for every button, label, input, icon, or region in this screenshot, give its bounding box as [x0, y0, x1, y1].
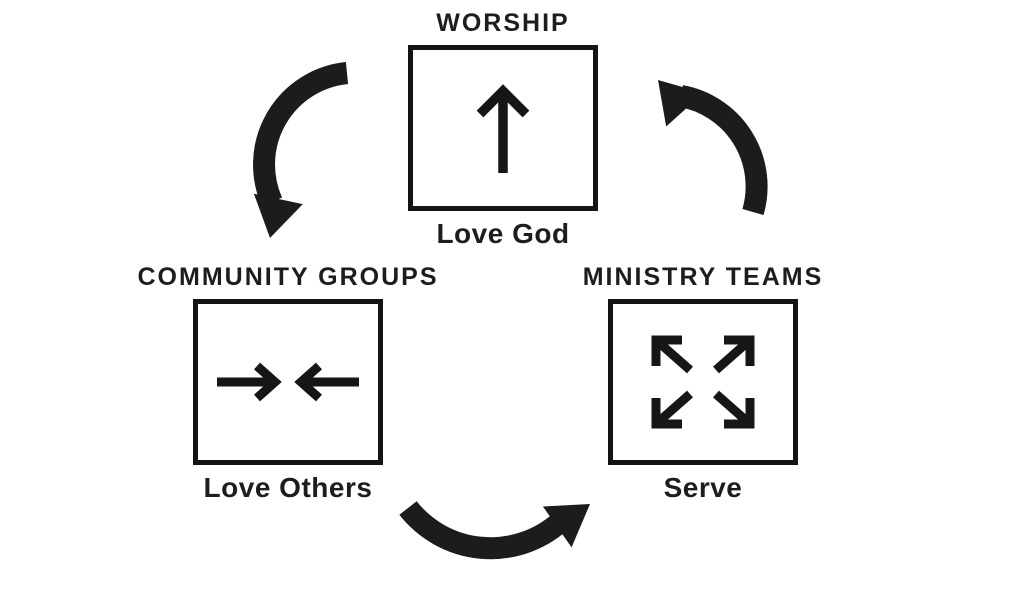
node-title-worship: WORSHIP	[436, 9, 570, 37]
community-groups-box	[193, 299, 383, 465]
node-subtitle-community-groups: Love Others	[203, 472, 373, 503]
ministry-teams-box	[608, 299, 798, 465]
arrow-up-icon	[476, 83, 530, 173]
node-subtitle-worship: Love God	[436, 218, 570, 249]
arrows-converge-icon	[217, 362, 359, 402]
node-community-groups: COMMUNITY GROUPS Love Others	[88, 262, 488, 504]
node-title-ministry-teams: MINISTRY TEAMS	[582, 263, 824, 291]
node-subtitle-ministry-teams: Serve	[663, 472, 743, 503]
node-title-community-groups: COMMUNITY GROUPS	[137, 263, 439, 291]
arrows-expand-icon	[651, 335, 755, 429]
node-worship: WORSHIP Love God	[303, 8, 703, 250]
node-ministry-teams: MINISTRY TEAMS Serve	[503, 262, 903, 504]
worship-box	[408, 45, 598, 211]
